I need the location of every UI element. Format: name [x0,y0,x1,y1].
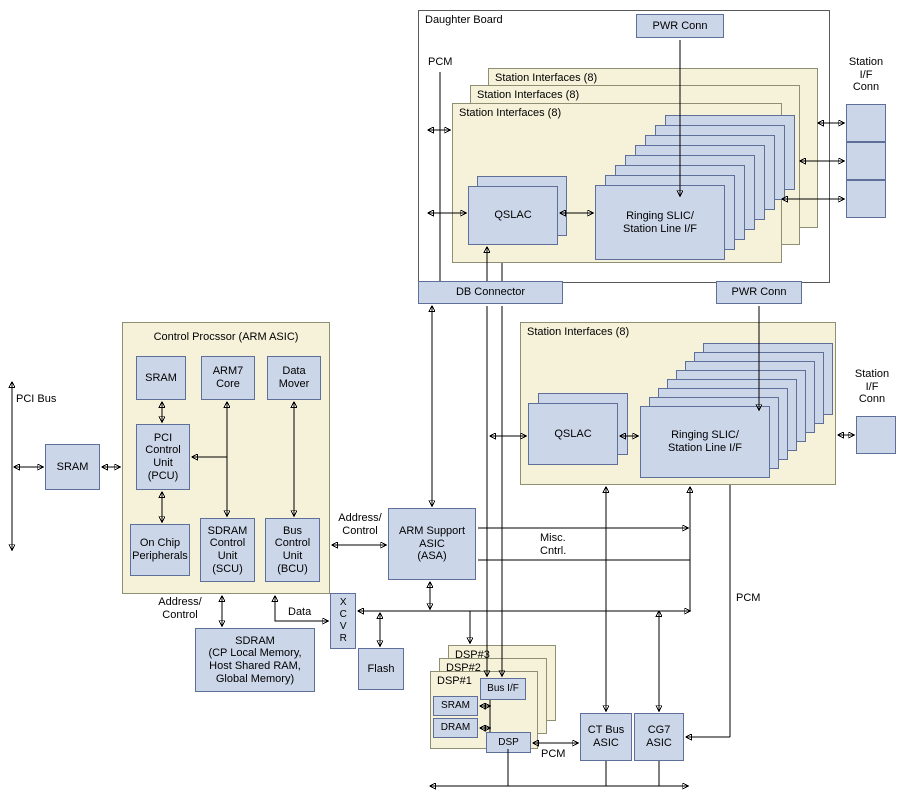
flash-box: Flash [358,648,404,690]
pci-bus-label: PCI Bus [16,393,57,405]
bus-control-unit-box: Bus Control Unit (BCU) [265,518,320,582]
ringing-slic-d-front: Ringing SLIC/ Station Line I/F [595,185,725,260]
pci-sram-box: SRAM [45,444,100,490]
station-if-conn-box-3 [846,180,886,218]
pwr-conn-1-box: PWR Conn [636,14,724,38]
station-if-conn-right-box [856,416,896,454]
pcm-bottom-label: PCM [541,748,566,760]
cg7-asic-box: CG7 ASIC [634,713,684,761]
ringing-slic-m-front: Ringing SLIC/ Station Line I/F [640,406,770,478]
on-chip-peripherals-box: On Chip Peripherals [130,524,190,576]
cp-sram-box: SRAM [136,356,186,400]
pci-control-unit-box: PCI Control Unit (PCU) [136,424,190,490]
db-connector-box: DB Connector [418,281,563,304]
qslac-m-box: QSLAC [528,403,618,465]
arm7-core-box: ARM7 Core [201,356,255,400]
dsp-core-box: DSP [486,732,531,753]
station-interfaces-d2-title: Station Interfaces (8) [477,89,580,101]
station-if-conn-box-1 [846,104,886,142]
ct-bus-asic-box: CT Bus ASIC [580,713,632,761]
pwr-conn-2-box: PWR Conn [716,281,802,304]
address-control-sdram-label: Address/ Control [158,596,202,621]
station-interfaces-main-title: Station Interfaces (8) [527,326,630,338]
dsp-sram-box: SRAM [433,696,478,716]
sdram-box: SDRAM (CP Local Memory, Host Shared RAM,… [195,628,315,692]
station-interfaces-d3-title: Station Interfaces (8) [495,72,598,84]
xcvr-box: XCVR [330,593,356,649]
dsp1-title: DSP#1 [437,675,472,687]
station-if-conn-top-label: Station I/F Conn [848,56,884,94]
pcm-top-label: PCM [428,56,453,68]
bus-if-box: Bus I/F [480,678,526,700]
station-interfaces-d1-title: Station Interfaces (8) [459,107,562,119]
sdram-control-unit-box: SDRAM Control Unit (SCU) [200,518,255,582]
pcm-right-label: PCM [736,592,761,604]
data-mover-box: Data Mover [267,356,321,400]
daughter-board-title: Daughter Board [425,14,503,26]
qslac-d-box: QSLAC [468,186,558,245]
control-processor-title: Control Procssor (ARM ASIC) [153,331,299,343]
data-label: Data [288,606,312,618]
dsp-dram-box: DRAM [433,718,478,738]
station-if-conn-box-2 [846,142,886,180]
address-control-asa-label: Address/ Control [338,512,382,537]
station-if-conn-right-label: Station I/F Conn [854,368,890,406]
misc-cntrl-label: Misc. Cntrl. [540,532,567,557]
arm-support-asic-box: ARM Support ASIC (ASA) [388,508,476,580]
